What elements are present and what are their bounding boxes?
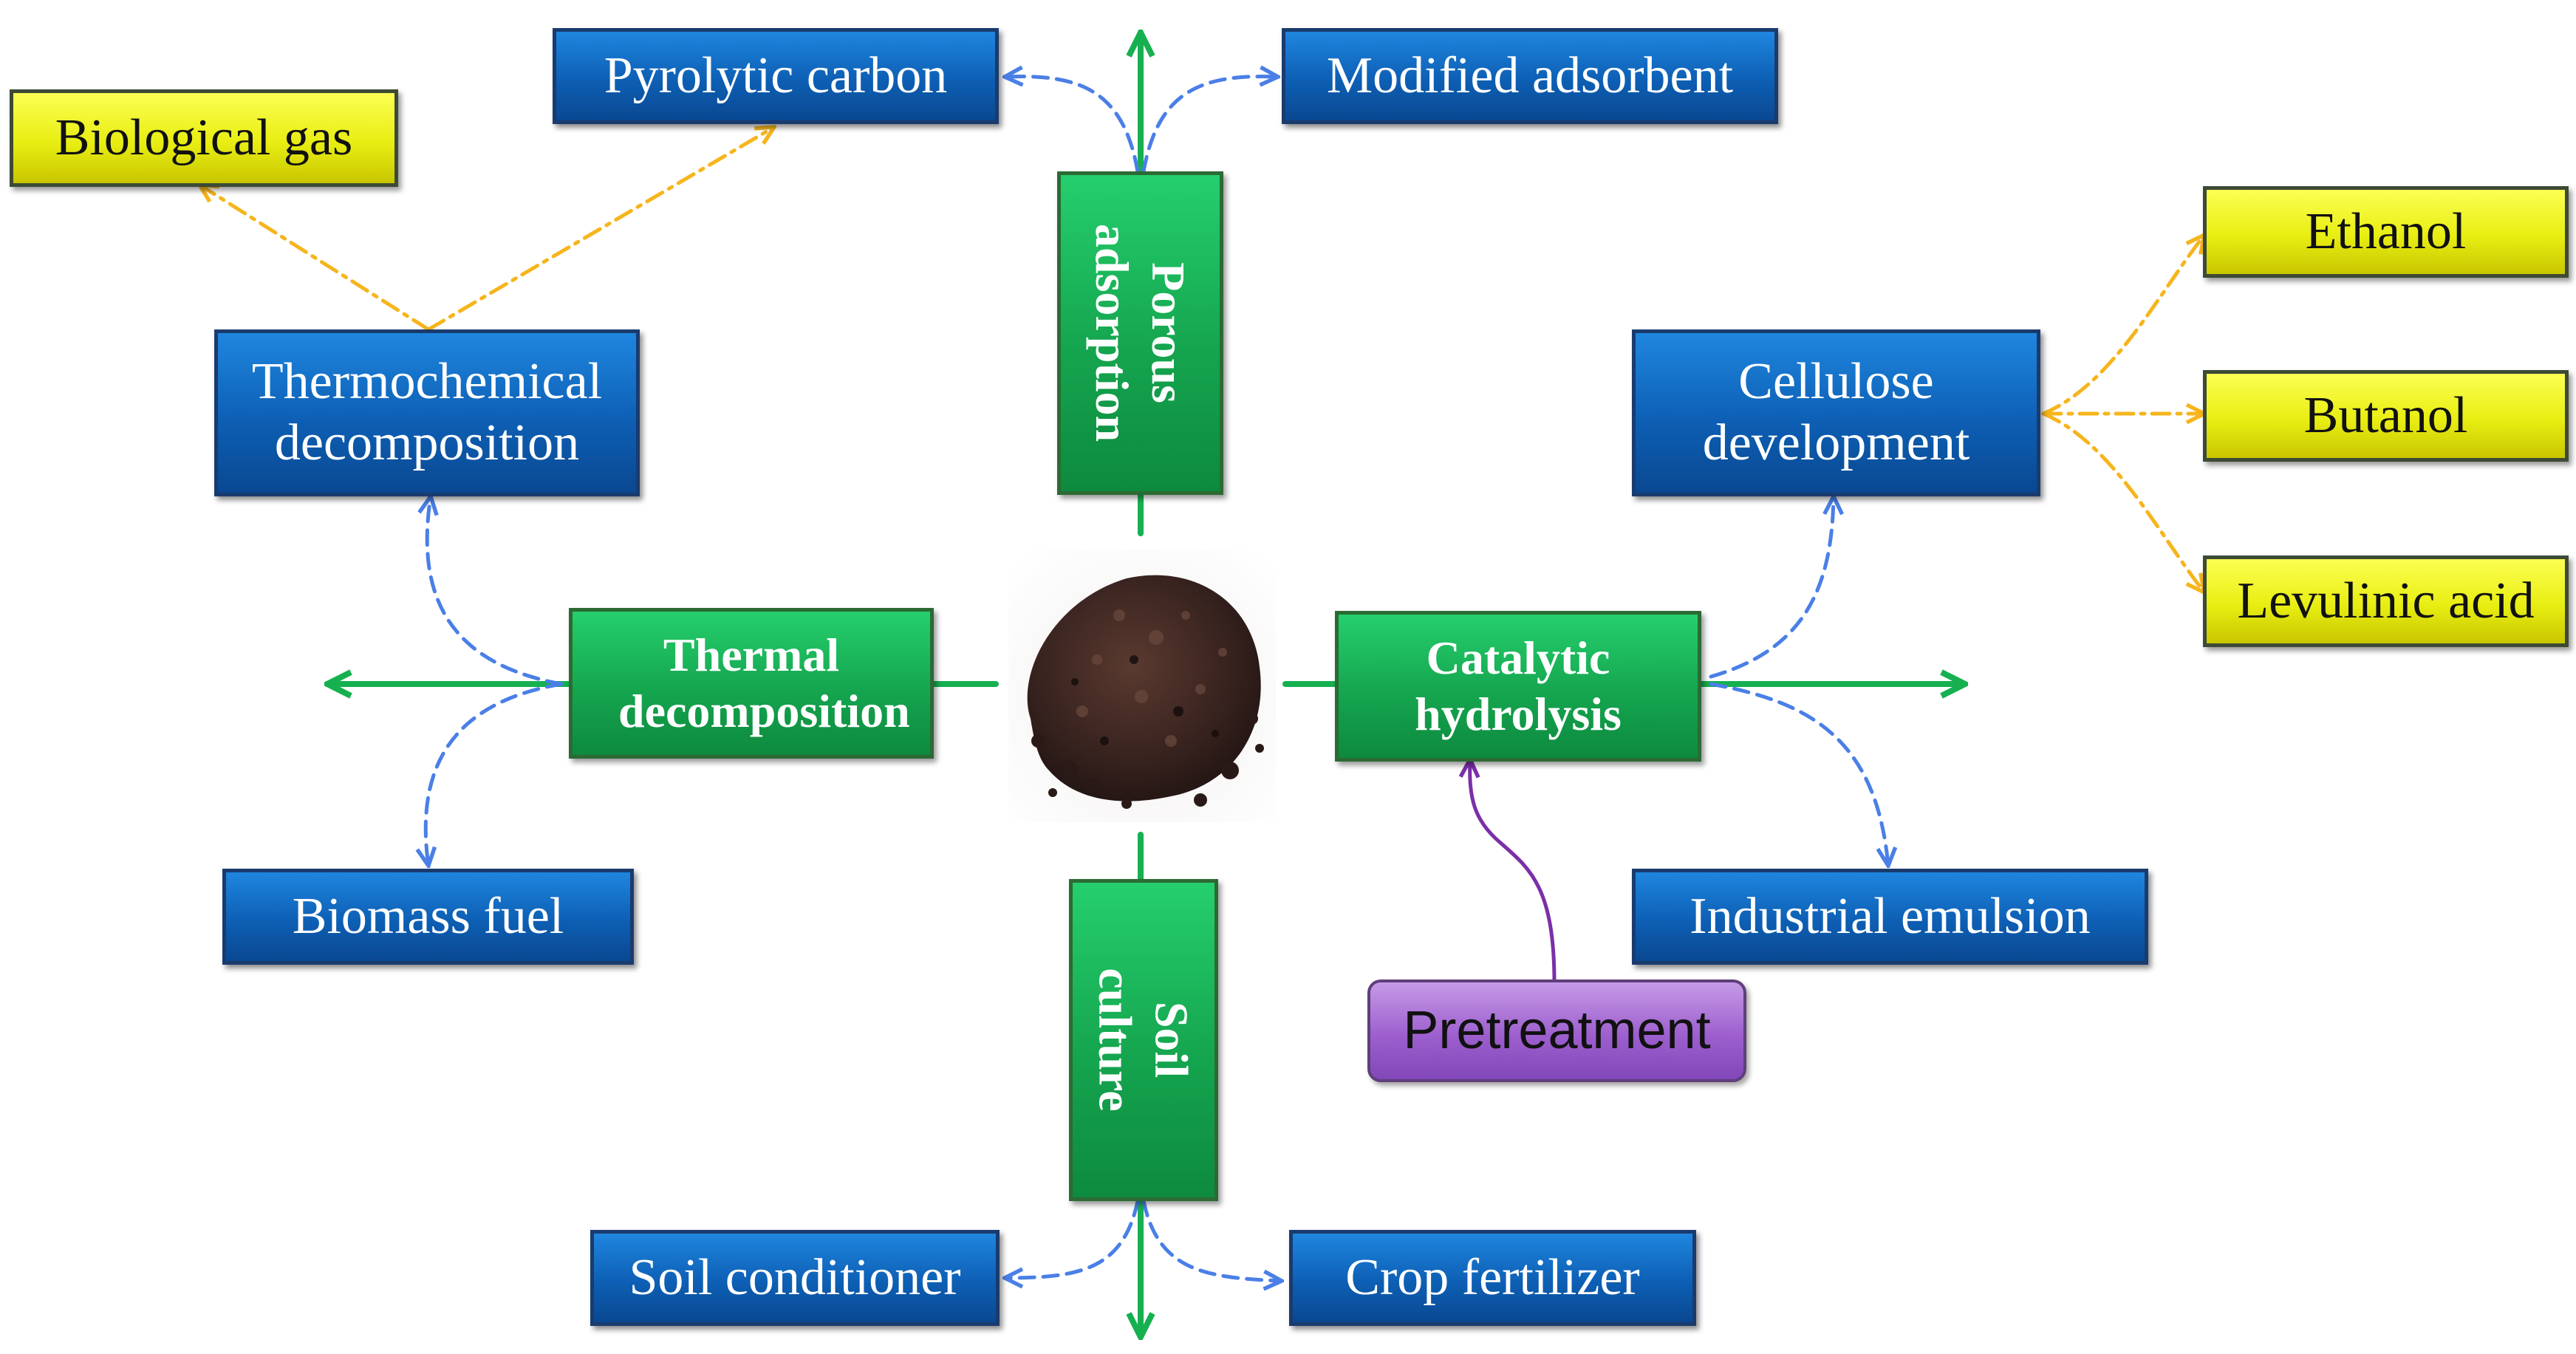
branch-porous-adsorption: Porous adsorption — [1057, 171, 1223, 495]
input-pretreatment-label: Pretreatment — [1403, 1001, 1711, 1061]
subproduct-ethanol-label: Ethanol — [2305, 202, 2467, 260]
arrow-to-thermochemical-decomposition — [427, 496, 564, 686]
product-cellulose-development: Cellulose development — [1632, 329, 2040, 496]
branch-thermal-decomposition-label: Thermal decomposition — [618, 629, 910, 737]
product-crop-fertilizer: Crop fertilizer — [1289, 1230, 1696, 1326]
subproduct-biological-gas: Biological gas — [10, 89, 398, 187]
branch-soil-culture-label: Soil culture — [1090, 968, 1198, 1112]
arrow-to-ethanol — [2041, 235, 2204, 416]
arrow-to-crop-fertilizer — [1141, 1199, 1282, 1281]
product-pyrolytic-carbon-label: Pyrolytic carbon — [604, 47, 948, 104]
subproduct-biological-gas-label: Biological gas — [55, 109, 353, 166]
product-crop-fertilizer-label: Crop fertilizer — [1345, 1248, 1640, 1306]
branch-soil-culture: Soil culture — [1069, 879, 1218, 1201]
arrow-pretreatment-to-hydrolysis — [1470, 759, 1557, 983]
branch-catalytic-hydrolysis-label: Catalytic hydrolysis — [1415, 632, 1622, 740]
subproduct-butanol-label: Butanol — [2303, 386, 2468, 444]
arrow-to-soil-conditioner — [1005, 1199, 1140, 1278]
branch-catalytic-hydrolysis: Catalytic hydrolysis — [1335, 611, 1701, 762]
arrow-to-cellulose-development — [1709, 496, 1834, 679]
arrow-to-modified-adsorbent — [1141, 77, 1278, 174]
product-thermochemical-decomposition: Thermochemical decomposition — [214, 329, 640, 496]
arrow-to-biological-gas — [199, 185, 431, 332]
biomass-pile-image — [1008, 549, 1276, 822]
subproduct-ethanol: Ethanol — [2203, 186, 2569, 278]
product-pyrolytic-carbon: Pyrolytic carbon — [553, 28, 999, 124]
product-cellulose-development-label: Cellulose development — [1702, 353, 1970, 471]
branch-thermal-decomposition: Thermal decomposition — [569, 608, 934, 759]
arrow-to-industrial-emulsion — [1709, 682, 1888, 866]
arrow-to-pyrolytic-carbon — [1005, 77, 1140, 174]
arrow-to-pyrolytic-carbon-from-thermochemical — [426, 127, 774, 332]
subproduct-levulinic-acid-label: Levulinic acid — [2237, 572, 2535, 629]
product-thermochemical-decomposition-label: Thermochemical decomposition — [251, 353, 603, 471]
arrow-to-levulinic-acid — [2041, 411, 2204, 592]
product-modified-adsorbent-label: Modified adsorbent — [1326, 47, 1734, 104]
product-soil-conditioner: Soil conditioner — [590, 1230, 1000, 1326]
product-industrial-emulsion-label: Industrial emulsion — [1690, 887, 2091, 945]
product-biomass-fuel-label: Biomass fuel — [292, 887, 564, 945]
arrow-to-biomass-fuel — [426, 682, 564, 866]
product-soil-conditioner-label: Soil conditioner — [629, 1248, 961, 1306]
subproduct-levulinic-acid: Levulinic acid — [2203, 555, 2569, 647]
input-pretreatment: Pretreatment — [1367, 979, 1746, 1082]
branch-porous-adsorption-label: Porous adsorption — [1086, 224, 1195, 442]
subproduct-butanol: Butanol — [2203, 370, 2569, 462]
product-industrial-emulsion: Industrial emulsion — [1632, 869, 2148, 965]
product-modified-adsorbent: Modified adsorbent — [1282, 28, 1778, 124]
product-biomass-fuel: Biomass fuel — [222, 869, 634, 965]
